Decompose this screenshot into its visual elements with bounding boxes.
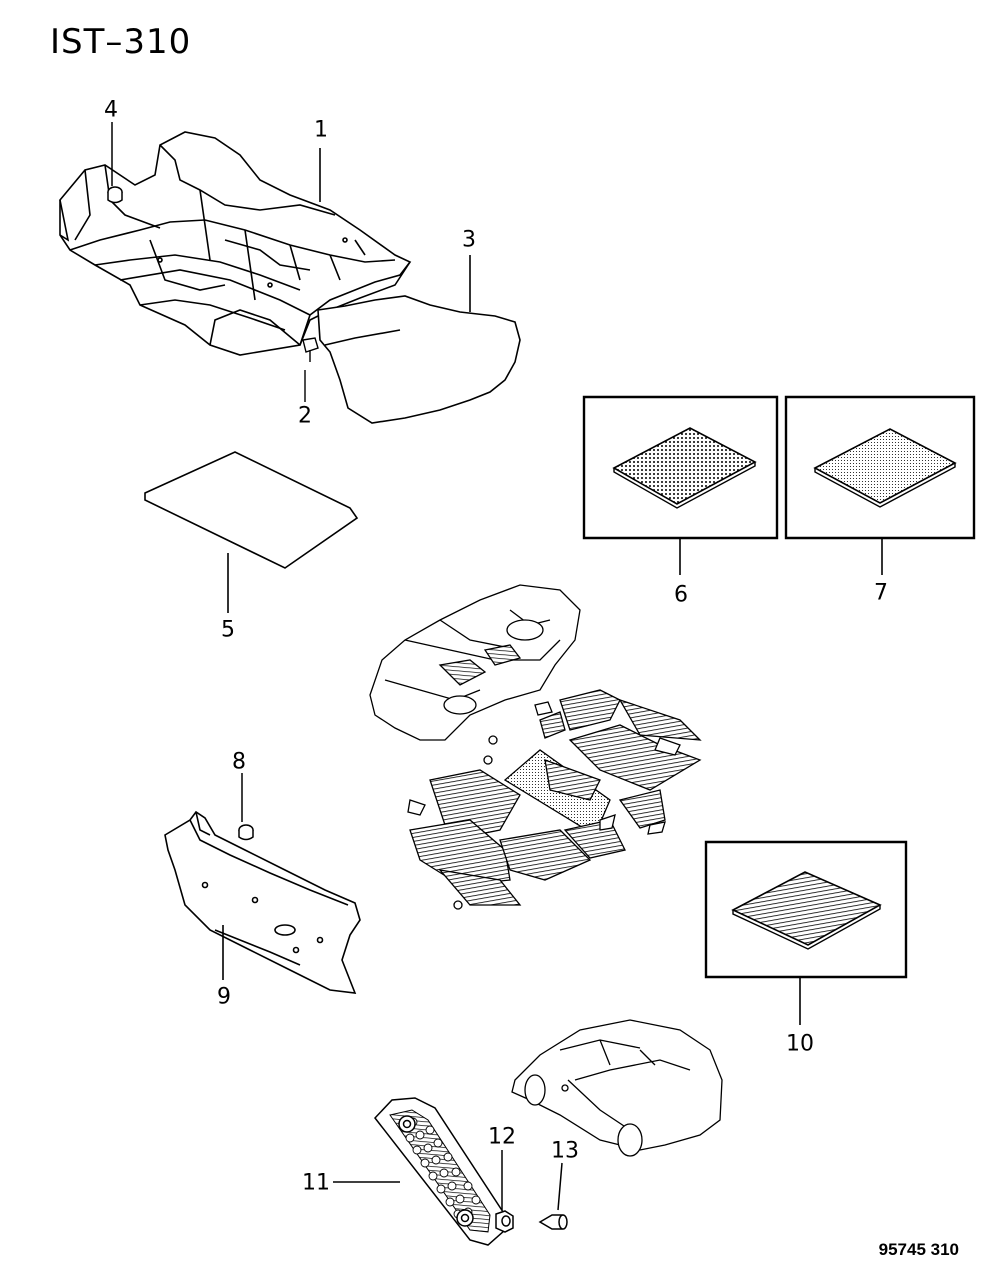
retaining-clip-part	[108, 122, 122, 203]
callout-6: 6	[674, 582, 688, 608]
silencer-panel-part	[145, 452, 357, 613]
callout-1: 1	[314, 117, 328, 143]
callout-5: 5	[221, 617, 235, 643]
grille-part	[333, 1098, 505, 1245]
nut-part	[496, 1150, 513, 1232]
diagram-code: 95745 310	[878, 1240, 959, 1259]
vehicle-floor-assembly	[370, 585, 700, 909]
callout-2: 2	[298, 403, 312, 429]
pad-6-box	[584, 397, 777, 575]
diagram-title: IST–310	[50, 22, 192, 62]
callout-8: 8	[232, 749, 246, 775]
vehicle-outline	[512, 1020, 722, 1156]
callout-9: 9	[217, 984, 231, 1010]
callout-3: 3	[462, 227, 476, 253]
trunk-panel-part	[165, 812, 360, 993]
pad-10-box	[706, 842, 906, 1025]
callout-7: 7	[874, 580, 888, 606]
callout-11: 11	[302, 1170, 330, 1196]
callout-12: 12	[488, 1124, 516, 1150]
floor-mat-part	[318, 255, 520, 423]
floor-carpet-part	[60, 132, 410, 355]
pad-7-box	[786, 397, 974, 575]
callout-10: 10	[786, 1031, 814, 1057]
callout-4: 4	[104, 97, 118, 123]
callout-13: 13	[551, 1138, 579, 1164]
panel-clip-part	[239, 773, 253, 840]
carpet-fastener-part	[303, 338, 318, 402]
push-clip-part	[540, 1163, 567, 1229]
